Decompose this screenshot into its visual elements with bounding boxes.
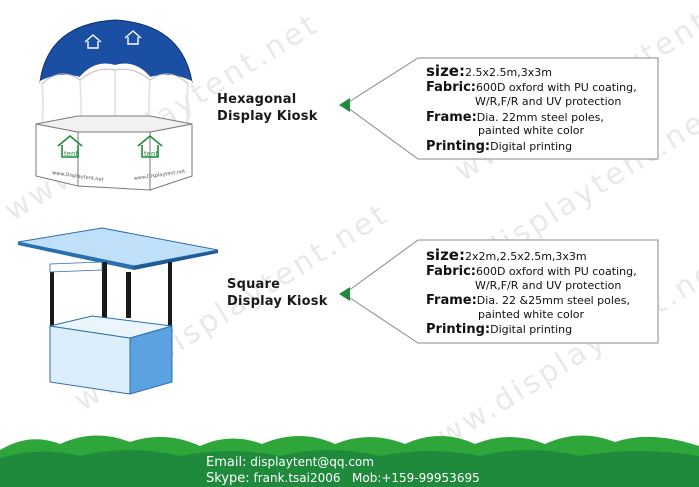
spec-label: Fabric: [426,80,476,95]
spec-frame: Frame:Dia. 22 &25mm steel poles, [426,293,630,308]
spec-size: size:2.5x2.5m,3x3m [426,62,552,80]
spec-fabric: Fabric:600D oxford with PU coating, [426,264,637,279]
hexagonal-kiosk-image: tent tent www.Displaytent.net www.Displa… [35,19,193,191]
logo-text: tent [64,150,78,158]
title-line: Square [227,277,281,292]
hexagonal-kiosk-title: Hexagonal Display Kiosk [217,91,318,125]
spec-value: Dia. 22mm steel poles, [476,111,604,124]
footer-email: Email: displaytent@qq.com [206,455,374,470]
spec-frame-cont: painted white color [478,124,584,137]
title-line: Display Kiosk [227,294,328,309]
spec-label: Printing: [426,139,491,154]
spec-label: Printing: [426,322,491,337]
skype-label: Skype: [206,471,250,486]
skype-value: frank.tsai2006 [253,471,341,485]
title-line: Hexagonal [217,92,297,107]
title-line: Display Kiosk [217,109,318,124]
spec-value: 600D oxford with PU coating, [475,265,637,278]
spec-size: size:2x2m,2.5x2.5m,3x3m [426,246,587,264]
spec-value: 2x2m,2.5x2.5m,3x3m [464,250,587,263]
email-label: Email: [206,455,247,470]
footer-contact: Skype: frank.tsai2006 Mob:+159-99953695 [206,471,480,486]
spec-frame-cont: painted white color [478,308,584,321]
spec-value: Digital printing [490,323,573,336]
spec-label: Frame: [426,293,477,308]
square-kiosk-image [17,227,219,395]
spec-callout-frame [339,239,659,344]
spec-printing: Printing:Digital printing [426,139,572,154]
spec-fabric-cont: W/R,F/R and UV protection [475,279,622,292]
spec-fabric-cont: W/R,F/R and UV protection [475,95,622,108]
spec-callout-frame [339,57,659,160]
spec-printing: Printing:Digital printing [426,322,572,337]
footer-grass-band [0,435,699,487]
spec-value: Digital printing [490,140,573,153]
email-value[interactable]: displaytent@qq.com [250,455,374,469]
spec-fabric: Fabric:600D oxford with PU coating, [426,80,637,95]
spec-frame: Frame:Dia. 22mm steel poles, [426,110,604,125]
spec-label: Fabric: [426,264,476,279]
spec-value: Dia. 22 &25mm steel poles, [476,294,630,307]
spec-value: 2.5x2.5m,3x3m [464,66,552,79]
mobile-number: Mob:+159-99953695 [352,471,480,485]
spec-label: size: [426,246,465,264]
square-kiosk-title: Square Display Kiosk [227,276,328,310]
spec-value: 600D oxford with PU coating, [475,81,637,94]
logo-text: tent [144,150,158,158]
spec-label: Frame: [426,110,477,125]
spec-label: size: [426,62,465,80]
